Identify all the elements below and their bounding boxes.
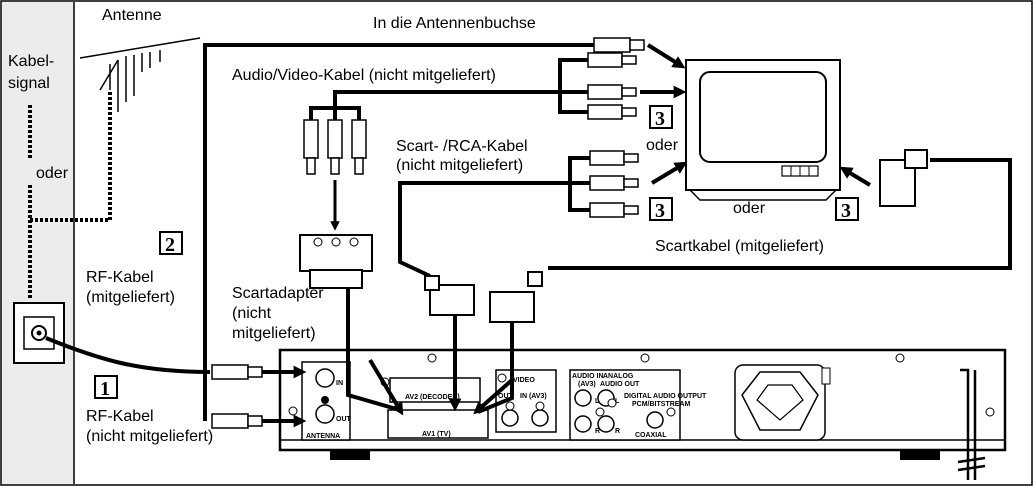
step-1-number: 1 (100, 378, 110, 400)
scart-rca-cable (400, 158, 590, 276)
digital-label-1: DIGITAL AUDIO OUTPUT (624, 393, 707, 400)
antenna-panel: IN OUT ANTENNA (302, 362, 352, 440)
analog-label-2: AUDIO OUT (600, 381, 640, 388)
label-kabelsignal-1: Kabel- (8, 53, 54, 70)
label-rf-kabel-nicht-2: (nicht mitgeliefert) (86, 428, 213, 445)
step-3c-number: 3 (841, 200, 851, 222)
av2-label: AV2 (DECODER) (405, 394, 460, 401)
label-scartadapter-1: Scartadapter (232, 285, 324, 302)
step-3b-number: 3 (655, 200, 665, 222)
label-rf-kabel-mit-1: RF-Kabel (86, 269, 154, 286)
analog-r-label: R (615, 428, 620, 435)
label-rf-kabel-nicht-1: RF-Kabel (86, 408, 154, 425)
label-oder-tv-top: oder (646, 137, 679, 154)
step-box-1: 1 (95, 376, 117, 400)
audio-in-sub-label: (AV3) (578, 381, 596, 388)
label-antenne: Antenne (102, 7, 162, 24)
label-rf-kabel-mit-2: (mitgeliefert) (86, 289, 175, 306)
fan-grille (735, 365, 830, 440)
rca-plugs-middle (590, 151, 638, 217)
tv-icon (686, 60, 840, 200)
rca-plugs-adapter (304, 120, 366, 174)
label-in-die-antennenbuchse: In die Antennenbuchse (373, 15, 536, 32)
wall-socket (14, 303, 64, 363)
label-kabelsignal-2: signal (8, 75, 50, 92)
scart-plugs (425, 272, 542, 322)
step-box-3a: 3 (650, 106, 672, 130)
antenna-in-label: IN (336, 380, 343, 387)
label-oder-tv-bottom: oder (733, 200, 766, 217)
scart-adapter (300, 235, 372, 288)
label-scartadapter-3: mitgeliefert) (232, 325, 316, 342)
coaxial-label: COAXIAL (635, 432, 667, 439)
label-scartkabel: Scartkabel (mitgeliefert) (655, 238, 824, 255)
step-3a-number: 3 (655, 108, 665, 130)
label-oder-wall: oder (36, 165, 69, 182)
rca-plugs-top (588, 53, 636, 119)
rca-adapter-wires (311, 108, 359, 120)
av1-label: AV1 (TV) (422, 431, 451, 438)
label-scartadapter-2: (nicht (232, 305, 272, 322)
video-label: VIDEO (513, 377, 535, 384)
antenna-title-label: ANTENNA (306, 433, 340, 440)
recorder-device: IN OUT ANTENNA AV2 (DECODER) AV1 (TV) VI… (280, 350, 1005, 480)
step-box-3c: 3 (836, 198, 858, 222)
label-av-kabel: Audio/Video-Kabel (nicht mitgeliefert) (232, 67, 496, 84)
audio-in-label: AUDIO IN (572, 373, 604, 380)
step-2-number: 2 (165, 234, 175, 256)
scart-plug-tv (880, 150, 927, 206)
video-in-label: IN (AV3) (520, 393, 547, 400)
label-scart-rca-1: Scart- /RCA-Kabel (396, 138, 528, 155)
av1-scart-port: AV1 (TV) (388, 410, 488, 438)
av2-scart-port: AV2 (DECODER) (390, 378, 480, 402)
label-scart-rca-2: (nicht mitgeliefert) (396, 157, 523, 174)
analog-label-1: ANALOG (603, 373, 634, 380)
step-box-3b: 3 (650, 198, 672, 222)
step-box-2: 2 (160, 232, 182, 256)
antenna-icon (80, 38, 200, 112)
digital-label-2: PCM/BITSTREAM (632, 401, 691, 408)
antenna-out-label: OUT (336, 416, 352, 423)
